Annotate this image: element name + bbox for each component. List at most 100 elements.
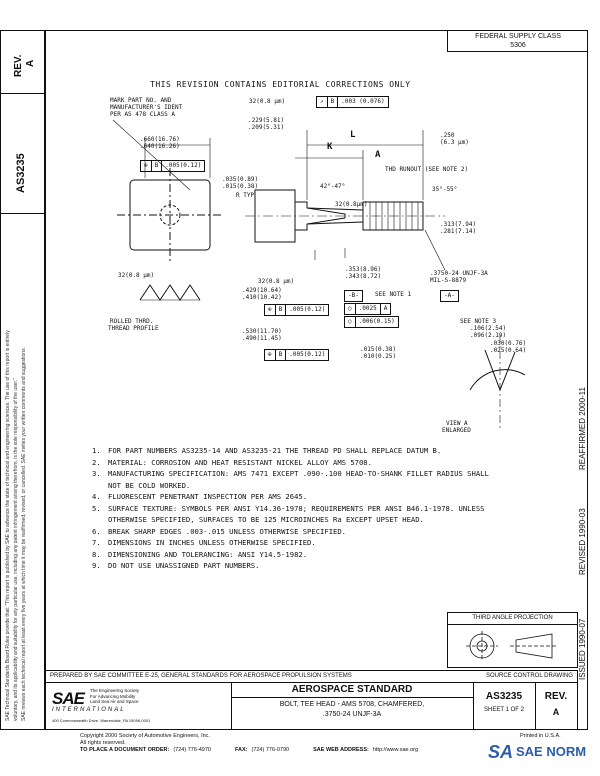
- dim-32-bottom: 32(0.8 µm): [258, 278, 295, 285]
- sae-international: INTERNATIONAL: [52, 707, 126, 713]
- disclaimer-line1: SAE Technical Standards Board Rules prov…: [5, 330, 11, 721]
- left-margin: REV. A AS3235 SAE Technical Standards Bo…: [0, 30, 45, 730]
- dim-410: .410(10.42): [242, 294, 282, 301]
- dim-353: .353(8.96): [345, 266, 382, 273]
- dim-429-b: .429(10.64): [242, 287, 282, 294]
- datum-b-box: -B-: [344, 290, 363, 302]
- fcf-0025-value: .0025: [356, 304, 381, 314]
- projection-label: THIRD ANGLE PROJECTION: [448, 613, 577, 625]
- note-item: 9.DO NOT USE UNASSIGNED PART NUMBERS.: [92, 561, 260, 570]
- fcf-bot-datum: B: [276, 350, 287, 360]
- fsc-line2: 5306: [510, 42, 526, 49]
- left-doc-number: AS3235: [15, 153, 27, 193]
- fcf-top: ↗ B .003 (0.076): [316, 96, 389, 108]
- sae-tagline-1: The Engineering Society: [90, 688, 140, 693]
- fcf-006-symbol: ○: [345, 317, 356, 327]
- web-label: SAE WEB ADDRESS:: [313, 747, 369, 753]
- fcf-mid-value: .005(0.12): [289, 306, 326, 313]
- fcf-top-datum: B: [328, 97, 339, 107]
- federal-supply-class-box: FEDERAL SUPPLY CLASS 5306: [447, 30, 588, 52]
- note-item: 4.FLUORESCENT PENETRANT INSPECTION PER A…: [92, 492, 308, 501]
- fcf-top-value: .003 (0.076): [341, 98, 385, 105]
- standard-title-cell: AEROSPACE STANDARD BOLT, TEE HEAD - AMS …: [231, 683, 474, 729]
- mark-part-callout-3: PER AS 478 CLASS A: [110, 111, 176, 118]
- thread-profile-shape: [139, 284, 201, 301]
- rev-cell: REV. A: [535, 683, 577, 729]
- svg-text:SAE: SAE: [488, 742, 512, 762]
- label-k: K: [327, 142, 333, 152]
- fcf-0025-symbol: ○: [345, 304, 356, 314]
- doc-number-cell: AS3235 SHEET 1 OF 2: [473, 683, 536, 729]
- dim-010-25: .010(0.25): [360, 353, 397, 360]
- fcf-006-value: .006(0.15): [358, 318, 395, 325]
- note-item: 3.MANUFACTURING SPECIFICATION: AMS 7471 …: [92, 469, 489, 478]
- thread-spec-2: MIL-S-8879: [430, 277, 467, 284]
- dim-030: .030(0.76): [490, 340, 527, 347]
- fcf-mid-symbol: ⊕: [265, 305, 276, 315]
- title-block: PREPARED BY SAE COMMITTEE E-25, GENERAL …: [45, 670, 578, 730]
- datum-b-label: -B-: [348, 292, 359, 299]
- notes-list: 1.FOR PART NUMBERS AS3235-14 AND AS3235-…: [92, 445, 552, 572]
- copyright: Copyright 2000 Society of Automotive Eng…: [80, 733, 210, 739]
- note-item: 7.DIMENSIONS IN INCHES UNLESS OTHERWISE …: [92, 538, 316, 547]
- note-item: 6.BREAK SHARP EDGES .003-.015 UNLESS OTH…: [92, 526, 346, 536]
- dim-343: .343(8.72): [345, 273, 382, 280]
- issued-date: ISSUED 1990-07: [578, 618, 587, 680]
- fcf-0025-datum: A: [383, 305, 388, 312]
- disclaimer-line2: voluntary, and its applicability and sui…: [13, 378, 19, 721]
- rolled-thread-label: ROLLED THRD.: [110, 318, 154, 325]
- sae-norm-watermark: SAE SAE NORM: [488, 740, 586, 762]
- dim-106: .106(2.54): [470, 325, 507, 332]
- dim-rtyp: R TYP: [236, 192, 255, 199]
- source-control-drawing: SOURCE CONTROL DRAWING: [486, 673, 573, 679]
- dim-025: .025(0.64): [490, 347, 527, 354]
- dim-281: .281(7.14): [440, 228, 477, 235]
- fcf-0025: ○ .0025 A: [344, 303, 392, 315]
- dim-640: .640(16.26): [140, 143, 180, 150]
- mark-part-callout-1: MARK PART NO. AND: [110, 97, 172, 104]
- fax-value: (724) 776-0790: [251, 747, 290, 753]
- rev-box: REV. A: [1, 31, 44, 94]
- dim-250: .250: [440, 132, 455, 139]
- part-description-1: BOLT, TEE HEAD - AMS 5708, CHAMFERED,: [279, 701, 425, 708]
- fcf-mid: ⊕ B .005(0.12): [264, 304, 330, 316]
- thread-runout: THD RUNOUT (SEE NOTE 2): [385, 166, 469, 173]
- label-l: L: [350, 130, 356, 140]
- order-line: TO PLACE A DOCUMENT ORDER: (724) 776-497…: [80, 747, 418, 753]
- thread-profile-label: THREAD PROFILE: [108, 325, 159, 332]
- fax-label: FAX:: [234, 747, 248, 753]
- dim-490: .490(11.45): [242, 335, 282, 342]
- revised-date: REVISED 1990-03: [578, 508, 587, 575]
- dim-313: .313(7.94): [440, 221, 477, 228]
- view-a-shape: [469, 369, 526, 391]
- datum-a-label: -A-: [444, 292, 455, 299]
- angle-35: 35°-55°: [432, 186, 458, 193]
- rev-value: A: [25, 59, 36, 67]
- dim-530: .530(11.70): [242, 328, 282, 335]
- web-value[interactable]: http://www.sae.org: [372, 747, 419, 753]
- note-item: 5.SURFACE TEXTURE: SYMBOLS PER ANSI Y14.…: [92, 503, 485, 513]
- dim-660: .660(16.76): [140, 136, 180, 143]
- dim-209: .209(5.31): [248, 124, 285, 131]
- dim-250-mm: (6.3 µm): [440, 139, 469, 146]
- disclaimer-line3: SAE reviews each technical report at lea…: [21, 347, 27, 721]
- datum-a-box: -A-: [440, 290, 459, 302]
- fcf-bot-value: .005(0.12): [289, 351, 326, 358]
- editorial-note: THIS REVISION CONTAINS EDITORIAL CORRECT…: [150, 80, 411, 89]
- note-item: 1.FOR PART NUMBERS AS3235-14 AND AS3235-…: [92, 446, 442, 455]
- title-rev-value: A: [552, 707, 560, 717]
- part-drawing: [112, 119, 526, 430]
- fcf-bot: ⊕ B .005(0.12): [264, 349, 330, 361]
- dim-015-30: .015(0.38): [360, 346, 397, 353]
- note-item: 8.DIMENSIONING AND TOLERANCING: ANSI Y14…: [92, 549, 308, 559]
- rights-reserved: All rights reserved.: [80, 740, 126, 746]
- order-phone: (724) 776-4970: [173, 747, 211, 753]
- dim-32-mid: 32(0.8µm): [335, 201, 368, 208]
- fcf-006: ○ .006(0.15): [344, 316, 399, 328]
- view-a-label: VIEW A: [446, 420, 468, 427]
- part-description-2: .3750-24 UNJF-3A: [322, 711, 382, 718]
- sheet-number: SHEET 1 OF 2: [484, 707, 524, 713]
- title-rev-label: REV.: [544, 691, 568, 702]
- fcf-left: ⊕ B .005(0.12): [140, 160, 206, 172]
- order-label: TO PLACE A DOCUMENT ORDER:: [80, 747, 170, 753]
